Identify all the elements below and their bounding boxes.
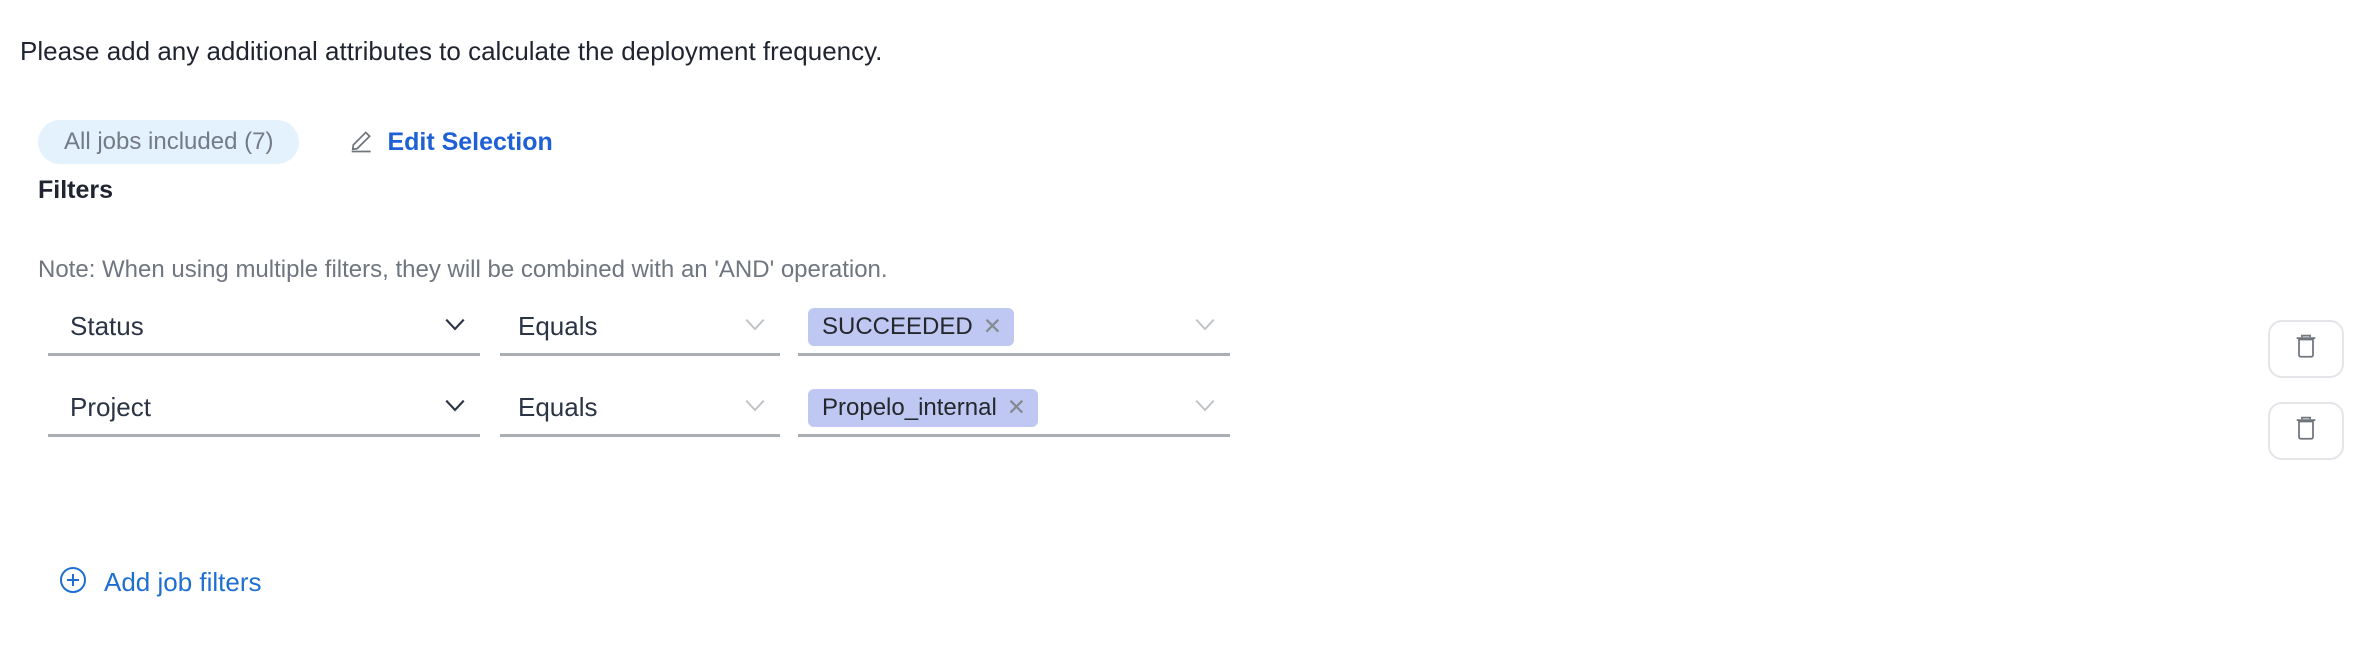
filter-attribute-value: Status — [70, 311, 144, 341]
filter-row: Project Equals Propelo_internal ✕ — [0, 381, 2376, 461]
chevron-down-icon — [740, 309, 770, 344]
trash-icon — [2293, 415, 2319, 448]
edit-selection-button[interactable]: Edit Selection — [349, 120, 553, 164]
chevron-down-icon — [740, 390, 770, 425]
jobs-included-badge: All jobs included (7) — [38, 120, 300, 164]
filter-operator-select[interactable]: Equals — [500, 300, 780, 356]
value-chip[interactable]: Propelo_internal ✕ — [808, 388, 1039, 427]
edit-selection-label: Edit Selection — [387, 127, 553, 156]
filters-note: Note: When using multiple filters, they … — [38, 256, 888, 283]
filter-value-select[interactable]: Propelo_internal ✕ — [798, 381, 1230, 437]
chevron-down-icon — [1190, 309, 1220, 344]
filter-operator-select[interactable]: Equals — [500, 381, 780, 437]
plus-circle-icon — [58, 565, 88, 600]
filter-attribute-value: Project — [70, 392, 151, 422]
filter-attribute-select[interactable]: Status — [48, 300, 480, 356]
filter-operator-value: Equals — [518, 311, 598, 341]
filter-attribute-select[interactable]: Project — [48, 381, 480, 437]
filter-row: Status Equals SUCCEEDED ✕ — [0, 300, 2376, 380]
chevron-down-icon — [440, 390, 470, 425]
filter-value-chips: SUCCEEDED ✕ — [798, 307, 1190, 346]
filter-value-chips: Propelo_internal ✕ — [798, 388, 1190, 427]
close-icon[interactable]: ✕ — [1006, 394, 1027, 420]
delete-filter-button[interactable] — [2268, 402, 2344, 460]
close-icon[interactable]: ✕ — [982, 313, 1002, 339]
pencil-icon — [349, 127, 375, 158]
value-chip[interactable]: SUCCEEDED ✕ — [808, 307, 1014, 346]
page-description: Please add any additional attributes to … — [20, 36, 883, 66]
chevron-down-icon — [1190, 390, 1220, 425]
add-job-filters-button[interactable]: Add job filters — [58, 565, 262, 600]
value-chip-label: SUCCEEDED — [822, 312, 973, 340]
filter-operator-value: Equals — [518, 392, 598, 422]
chevron-down-icon — [440, 309, 470, 344]
value-chip-label: Propelo_internal — [822, 393, 997, 421]
filter-value-select[interactable]: SUCCEEDED ✕ — [798, 300, 1230, 356]
trash-icon — [2293, 333, 2319, 366]
delete-filter-button[interactable] — [2268, 320, 2344, 378]
filters-heading: Filters — [38, 176, 114, 204]
add-job-filters-label: Add job filters — [104, 567, 262, 597]
selection-row: All jobs included (7) Edit Selection — [38, 120, 553, 164]
